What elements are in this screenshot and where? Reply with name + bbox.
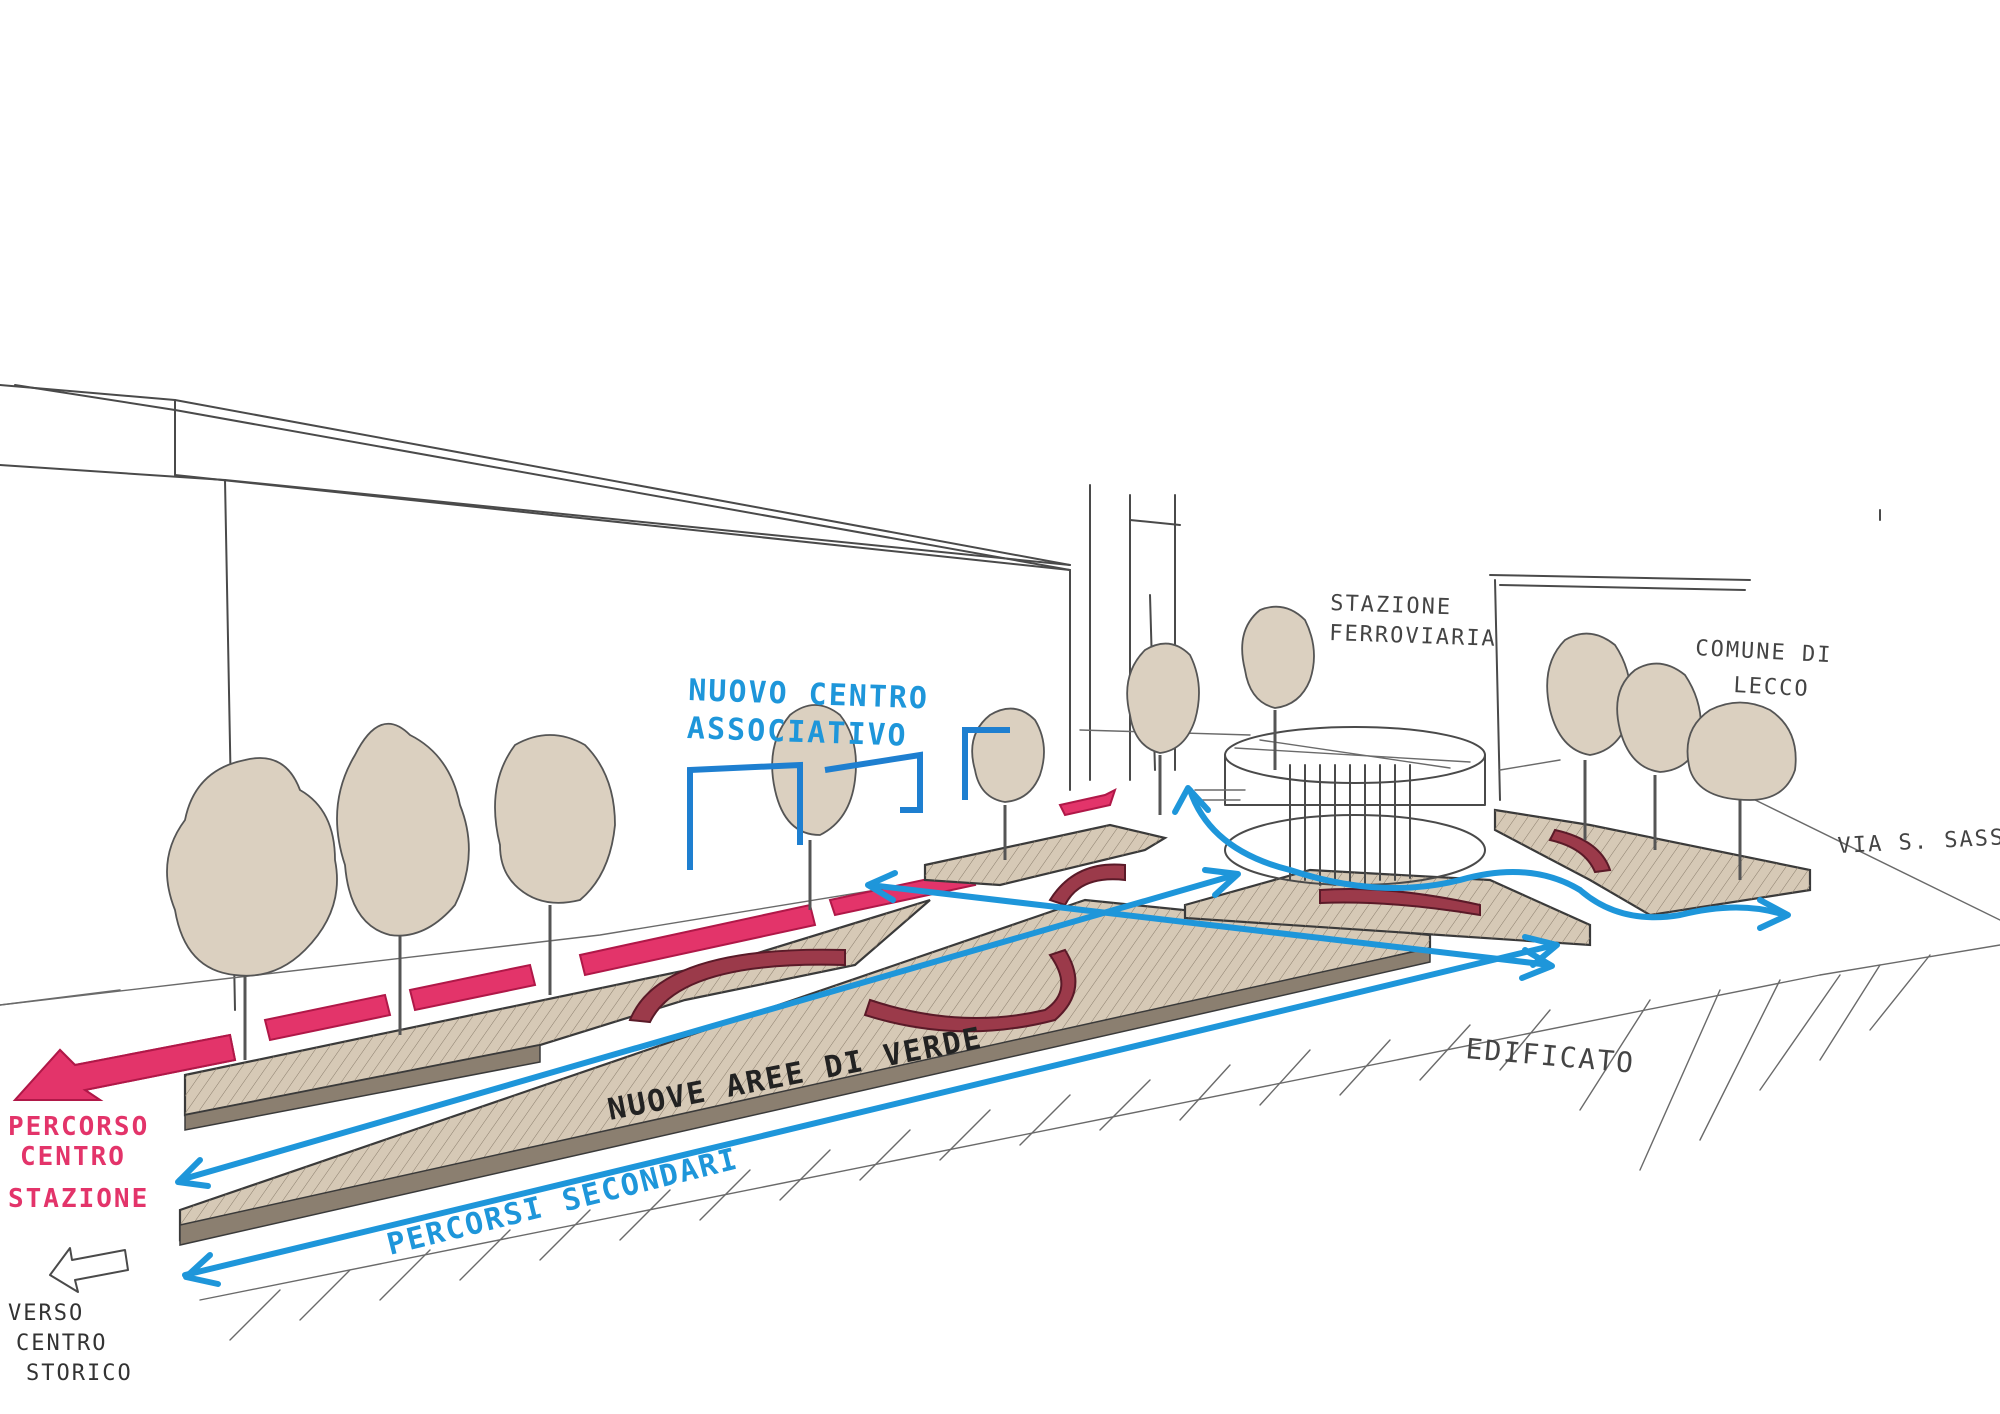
bench-right — [1548, 828, 1612, 874]
green-area-triangle — [178, 898, 1432, 1246]
sec-path-lower — [182, 942, 1558, 1278]
building-left — [0, 384, 1071, 1011]
tree — [494, 734, 616, 995]
tree — [166, 757, 338, 1060]
edificato-hatching — [199, 944, 2000, 1341]
verso-centro-arrow-icon — [49, 1247, 129, 1293]
tree — [771, 704, 857, 910]
green-area-center — [923, 823, 1168, 887]
sec-path-upper — [177, 872, 1238, 1183]
benches — [628, 828, 1612, 1033]
tree — [1686, 701, 1797, 880]
secondary-paths — [175, 785, 1791, 1287]
bench-small-upper — [1048, 863, 1126, 907]
label-via: VIA S. SASSI — [1837, 824, 2000, 859]
station-pavilion — [1194, 726, 1486, 886]
tree — [1546, 632, 1632, 840]
label-comune: COMUNE DI LECCO — [1693, 636, 1848, 704]
label-stazione: STAZIONE FERROVIARIA — [1329, 591, 1499, 652]
tree — [1616, 662, 1702, 850]
trees — [166, 605, 1797, 1060]
tree — [1126, 642, 1200, 815]
main-path-centro-stazione — [12, 788, 1117, 1101]
building-right — [1489, 509, 2000, 921]
label-nuovo-centro: NUOVO CENTRO ASSOCIATIVO — [686, 673, 949, 755]
green-area-large-left — [183, 898, 931, 1131]
nuovo-centro-frames — [687, 727, 1010, 870]
label-percorso-centro-stazione: PERCORSO CENTRO STAZIONE — [8, 1112, 167, 1214]
tree — [1241, 605, 1315, 770]
green-area-right-center — [1183, 868, 1592, 947]
sec-path-station — [1187, 787, 1788, 921]
tree — [336, 722, 470, 1035]
label-edificato: EDIFICATO — [1464, 1032, 1636, 1080]
sec-path-diagonal — [867, 882, 1553, 968]
bench-center — [863, 948, 1077, 1033]
bench-left — [628, 948, 846, 1024]
label-verso-centro-storico: VERSO CENTRO STORICO — [8, 1301, 133, 1386]
